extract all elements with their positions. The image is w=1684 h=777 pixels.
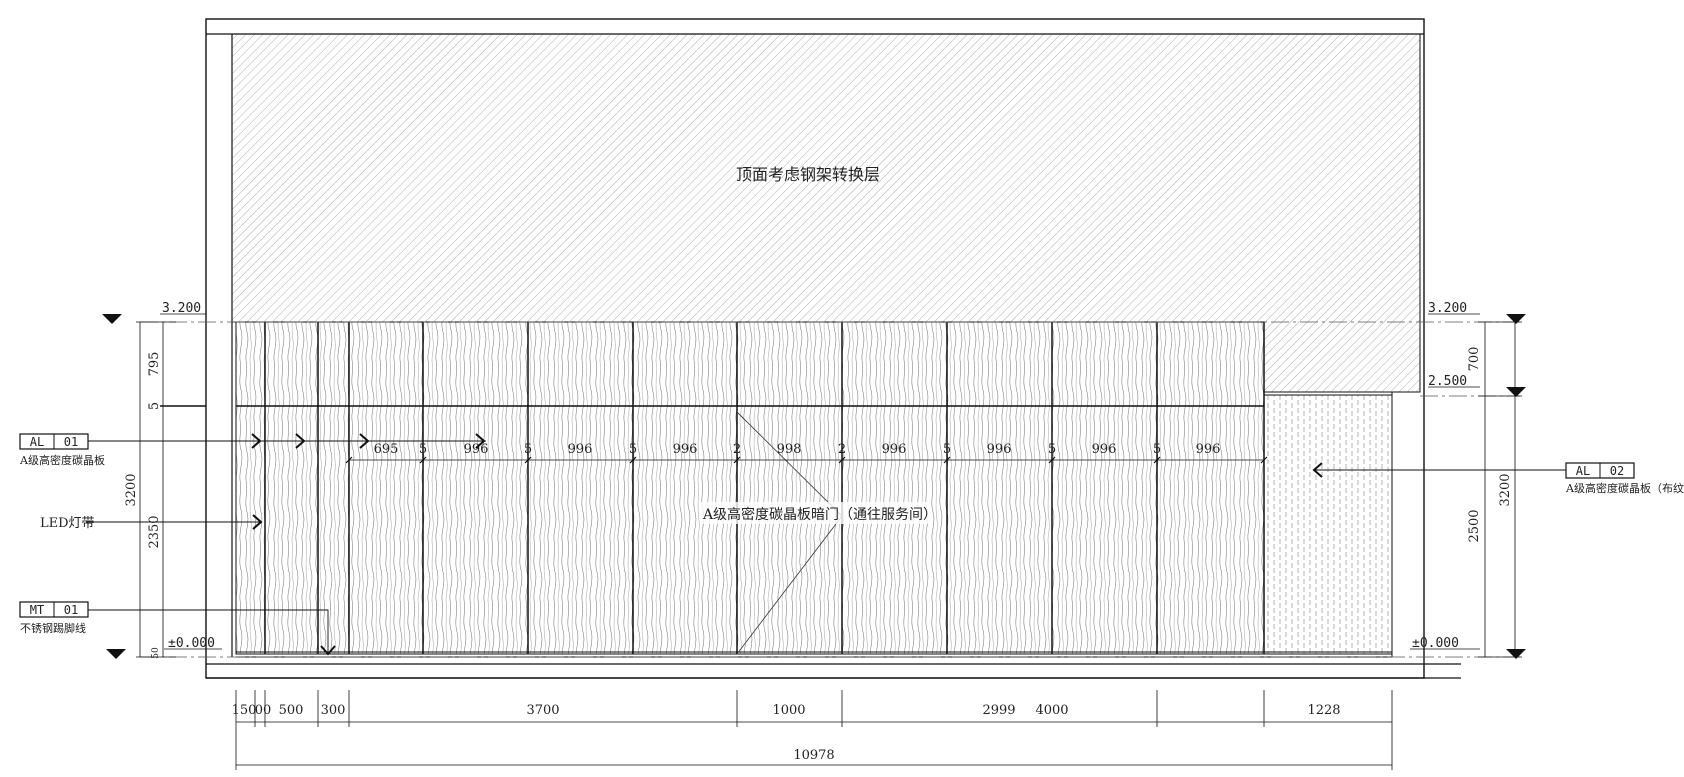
panel-dim: 5 <box>419 442 427 457</box>
panel-dim: 5 <box>629 442 637 457</box>
svg-text:1228: 1228 <box>1307 703 1340 718</box>
svg-text:AL: AL <box>30 435 44 449</box>
svg-text:996: 996 <box>673 442 698 457</box>
svg-text:3.200: 3.200 <box>162 301 201 316</box>
svg-text:2350: 2350 <box>147 515 162 548</box>
svg-text:不锈钢踢脚线: 不锈钢踢脚线 <box>20 621 86 635</box>
panel-dim: 996 <box>1092 442 1117 457</box>
svg-text:5: 5 <box>524 442 532 457</box>
svg-text:02: 02 <box>1610 464 1624 478</box>
dimension-tick <box>838 456 846 464</box>
svg-text:150: 150 <box>232 703 257 718</box>
svg-text:996: 996 <box>1092 442 1117 457</box>
svg-text:5: 5 <box>147 402 162 410</box>
panel-dim: 2 <box>733 442 741 457</box>
svg-text:5: 5 <box>629 442 637 457</box>
panel-dim: 996 <box>882 442 907 457</box>
svg-text:998: 998 <box>777 442 802 457</box>
svg-text:2500: 2500 <box>1467 509 1482 542</box>
dimension-tick <box>524 456 532 464</box>
dimension-tick <box>943 456 951 464</box>
panel-dim: 5 <box>524 442 532 457</box>
svg-text:MT: MT <box>30 603 44 617</box>
elevation-marker-left-top: 3.200 <box>102 301 206 324</box>
dimension-tick <box>1260 456 1268 464</box>
svg-text:795: 795 <box>147 352 162 377</box>
elevation-marker-right-top: 3.200 <box>1428 301 1526 324</box>
tag-mt01: MT 01 不锈钢踢脚线 <box>19 601 336 656</box>
svg-text:5: 5 <box>1153 442 1161 457</box>
door-note: A级高密度碳晶板暗门（通往服务间） <box>702 506 937 523</box>
panel-dim: 695 <box>374 442 399 457</box>
tag-al01: AL 01 A级高密度碳晶板 <box>19 433 486 467</box>
tag-led: LED灯带 <box>40 514 263 531</box>
svg-text:±0.000: ±0.000 <box>1412 636 1459 651</box>
dimension-tick <box>419 456 427 464</box>
panel-dim: 2 <box>838 442 846 457</box>
svg-text:10978: 10978 <box>793 748 834 763</box>
svg-text:4000: 4000 <box>1035 703 1068 718</box>
tag-al02: AL 02 A级高密度碳晶板（布纹） <box>1312 462 1684 495</box>
elevation-marker-right-bottom: ±0.000 <box>1410 636 1526 659</box>
wood-panel-wall <box>235 321 1265 655</box>
panel-dim: 5 <box>1048 442 1056 457</box>
svg-text:01: 01 <box>64 603 78 617</box>
svg-text:5: 5 <box>419 442 427 457</box>
svg-text:2.500: 2.500 <box>1428 374 1467 389</box>
dimension-tick <box>1153 456 1161 464</box>
elevation-marker-right-mid: 2.500 <box>1428 374 1526 397</box>
svg-text:996: 996 <box>568 442 593 457</box>
dimension-tick <box>629 456 637 464</box>
bottom-dimension-chain <box>235 690 1393 770</box>
panel-dim: 996 <box>568 442 593 457</box>
panel-dim: 5 <box>1153 442 1161 457</box>
svg-text:5: 5 <box>1048 442 1056 457</box>
svg-text:±0.000: ±0.000 <box>168 636 215 651</box>
svg-text:996: 996 <box>882 442 907 457</box>
svg-text:300: 300 <box>321 703 346 718</box>
svg-text:LED灯带: LED灯带 <box>40 516 95 531</box>
svg-text:996: 996 <box>987 442 1012 457</box>
svg-text:3200: 3200 <box>124 473 139 506</box>
svg-text:AL: AL <box>1576 464 1590 478</box>
dimension-tick <box>733 456 741 464</box>
svg-text:2999: 2999 <box>982 703 1015 718</box>
svg-text:00: 00 <box>255 703 272 718</box>
svg-text:500: 500 <box>279 703 304 718</box>
svg-text:A级高密度碳晶板: A级高密度碳晶板 <box>19 453 105 467</box>
right-dimensions <box>1478 321 1522 658</box>
svg-text:996: 996 <box>1196 442 1221 457</box>
svg-text:2: 2 <box>838 442 846 457</box>
dimension-tick <box>345 456 353 464</box>
panel-dim: 996 <box>673 442 698 457</box>
left-dimensions <box>136 321 206 658</box>
svg-text:996: 996 <box>464 442 489 457</box>
elevation-marker-left-bottom: ±0.000 <box>106 636 222 659</box>
svg-text:A级高密度碳晶板（布纹）: A级高密度碳晶板（布纹） <box>1565 481 1684 495</box>
fabric-panel-wall <box>1263 394 1393 655</box>
svg-text:700: 700 <box>1467 347 1482 372</box>
svg-text:2: 2 <box>733 442 741 457</box>
panel-dim: 996 <box>1196 442 1221 457</box>
panel-dim: 5 <box>943 442 951 457</box>
dimension-tick <box>1048 456 1056 464</box>
panel-joints <box>264 322 1265 654</box>
svg-text:50: 50 <box>151 647 161 659</box>
svg-text:1000: 1000 <box>772 703 805 718</box>
svg-text:3200: 3200 <box>1498 473 1513 506</box>
svg-text:01: 01 <box>64 435 78 449</box>
panel-dim: 996 <box>987 442 1012 457</box>
panel-dim: 996 <box>464 442 489 457</box>
svg-text:3700: 3700 <box>526 703 559 718</box>
svg-text:5: 5 <box>943 442 951 457</box>
svg-text:3.200: 3.200 <box>1428 301 1467 316</box>
panel-dimension-chain: 695 5 996 5 996 5 996 2 998 2 996 5 996 … <box>345 442 1268 464</box>
svg-text:695: 695 <box>374 442 399 457</box>
ceiling-note: 顶面考虑钢架转换层 <box>736 165 880 184</box>
panel-dim: 998 <box>777 442 802 457</box>
